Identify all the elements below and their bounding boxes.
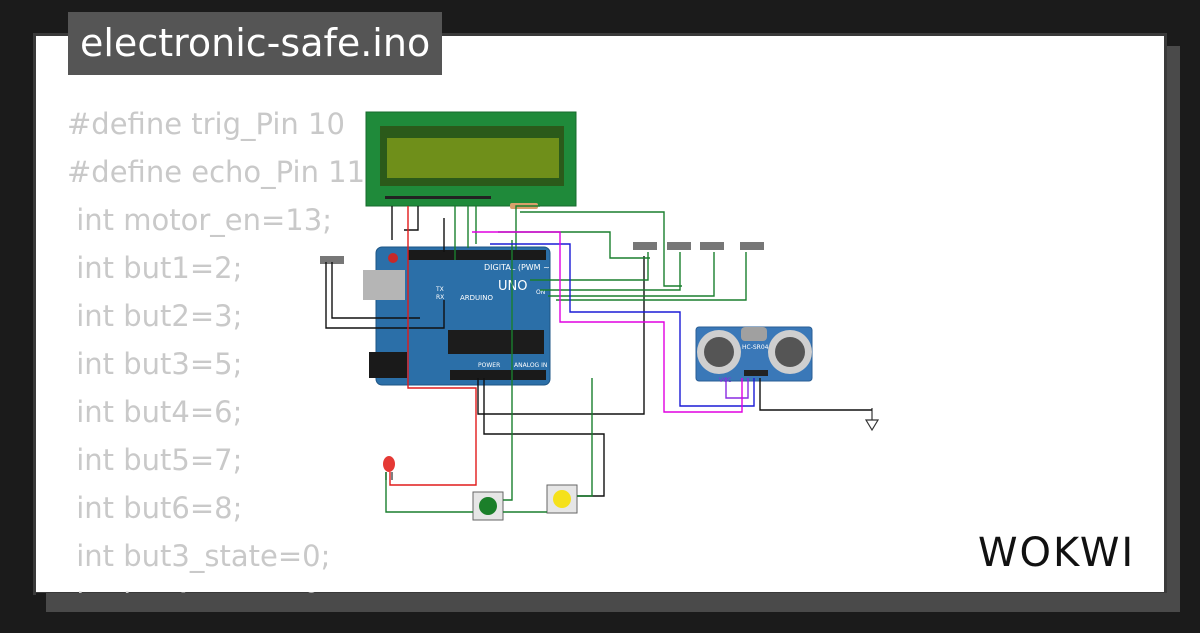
power-jack [369, 352, 407, 378]
code-line: int but4=6; [67, 395, 243, 429]
uno-label: UNO [498, 279, 527, 294]
slide-switch [700, 242, 724, 250]
code-line: int but2=3; [67, 299, 243, 333]
power-label: POWER [478, 362, 500, 369]
wokwi-logo: WOKWI [978, 530, 1135, 576]
tx-label: TX [435, 286, 444, 293]
preview-card [33, 33, 1167, 595]
reset-button [388, 253, 398, 263]
arduino-label: ARDUINO [460, 294, 493, 302]
analog-label: ANALOG IN [514, 362, 547, 369]
usb-port [363, 270, 405, 300]
lcd-display [365, 111, 577, 209]
code-line: int motor_en=13; [67, 203, 332, 237]
rx-label: RX [436, 294, 444, 301]
microcontroller-chip [448, 330, 544, 354]
sensor-model-label: HC-SR04 [742, 344, 769, 351]
code-line: int but3_state=0; [67, 539, 331, 573]
code-line: int but1=2; [67, 251, 243, 285]
code-listing: #define trig_Pin 10 #define echo_Pin 11 … [67, 100, 365, 628]
code-line: #define echo_Pin 11 [67, 155, 366, 189]
code-line: int but3=5; [67, 347, 243, 381]
green-pushbutton [472, 491, 504, 521]
on-label: ON [536, 289, 545, 296]
code-line: int but6=8; [67, 491, 243, 525]
slide-switch [320, 256, 344, 264]
digital-header [408, 250, 546, 260]
wokwi-logo-text: WOKWI [978, 530, 1135, 576]
power-analog-header [450, 370, 546, 380]
red-led [383, 456, 395, 480]
slide-switch [740, 242, 764, 250]
wires [325, 205, 872, 513]
ground-symbol [864, 408, 880, 432]
slide-switch [633, 242, 657, 250]
arduino-uno: DIGITAL (PWM ~) UNO ARDUINO TX RX ON POW… [363, 246, 553, 386]
yellow-pushbutton [546, 484, 578, 514]
ultrasonic-sensor: HC-SR04 VCC [695, 326, 813, 384]
card-bottom-shadow [46, 593, 1180, 612]
code-line: int but5=7; [67, 443, 243, 477]
vcc-label: VCC [719, 377, 731, 384]
card-right-shadow [1167, 46, 1180, 612]
slide-switch [667, 242, 691, 250]
file-name-tag: electronic-safe.ino [68, 12, 443, 75]
code-line: #define trig_Pin 10 [67, 107, 345, 141]
slide-switches [320, 242, 764, 264]
digital-label: DIGITAL (PWM ~) [484, 263, 553, 272]
